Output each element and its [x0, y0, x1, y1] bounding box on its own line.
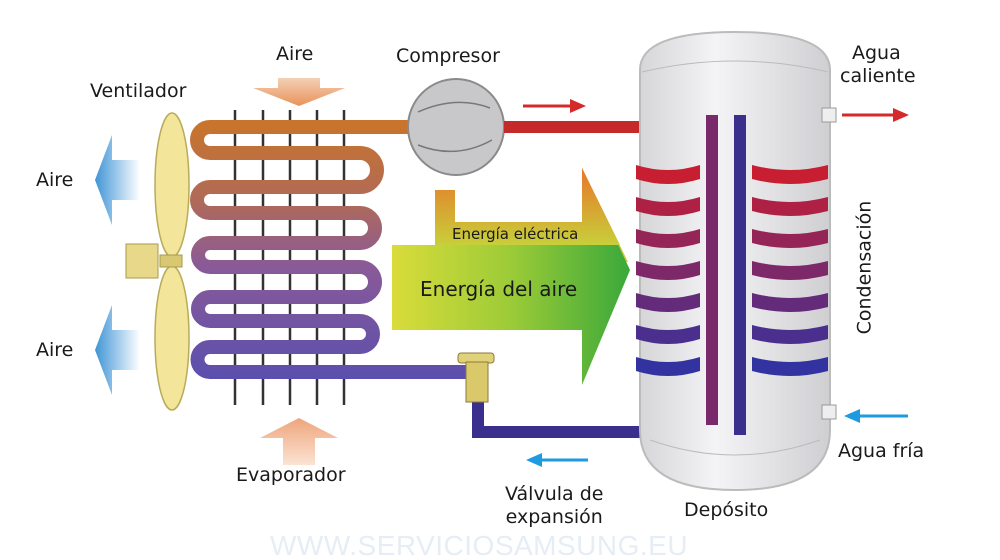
label-expansion-valve: Válvula de expansión [505, 483, 603, 529]
condenser-coil-turn [636, 357, 700, 376]
condenser-coil-turn [752, 229, 828, 248]
hot-water-out-arrow [842, 108, 909, 122]
label-hot-water: Agua caliente [840, 42, 916, 88]
air-out-arrow-top [95, 135, 140, 225]
label-condensation: Condensación [853, 200, 876, 335]
air-out-arrow-bottom [95, 305, 140, 395]
condenser-coil-turn [752, 357, 828, 376]
air-in-arrow-bottom [260, 418, 338, 465]
label-evaporator: Evaporador [236, 464, 346, 486]
condenser-coil-turn [752, 293, 828, 312]
condenser-coil-turn [752, 325, 828, 344]
compressor-icon [407, 78, 505, 176]
watermark: WWW.SERVICIOSAMSUNG.EU [270, 530, 689, 560]
condenser-coil-turn [636, 197, 700, 216]
label-compressor: Compresor [396, 45, 500, 67]
label-line: Válvula de [505, 483, 604, 505]
label-line: expansión [505, 505, 603, 528]
return-flow-arrow [526, 453, 588, 467]
condenser-coil-turn [636, 229, 700, 248]
condenser-coil-turn [636, 261, 700, 280]
label-electric-energy: Energía eléctrica [452, 225, 579, 243]
expansion-valve-icon [457, 352, 495, 403]
air-in-arrow-top [253, 78, 345, 106]
label-tank: Depósito [684, 499, 769, 521]
condenser-coils [636, 165, 828, 376]
label-fan: Ventilador [90, 80, 187, 102]
label-air-energy: Energía del aire [420, 277, 578, 301]
label-air-left-top: Aire [36, 169, 74, 191]
evaporator-coil [190, 120, 477, 379]
label-cold-water: Agua fría [838, 440, 925, 462]
condenser-coil-turn [752, 261, 828, 280]
label-air-top: Aire [276, 43, 314, 65]
condenser-coil-turn [636, 293, 700, 312]
condenser-coil-turn [752, 165, 828, 184]
label-air-left-bottom: Aire [36, 339, 74, 361]
condenser-coil-turn [752, 197, 828, 216]
fan-icon [125, 112, 190, 411]
condenser-coil-turn [636, 165, 700, 184]
label-line: caliente [840, 64, 916, 87]
label-line: Agua [852, 42, 901, 64]
hot-flow-arrow [523, 99, 586, 113]
cold-water-in-arrow [844, 409, 908, 423]
air-energy-arrow [392, 168, 630, 385]
condenser-coil-turn [636, 325, 700, 344]
